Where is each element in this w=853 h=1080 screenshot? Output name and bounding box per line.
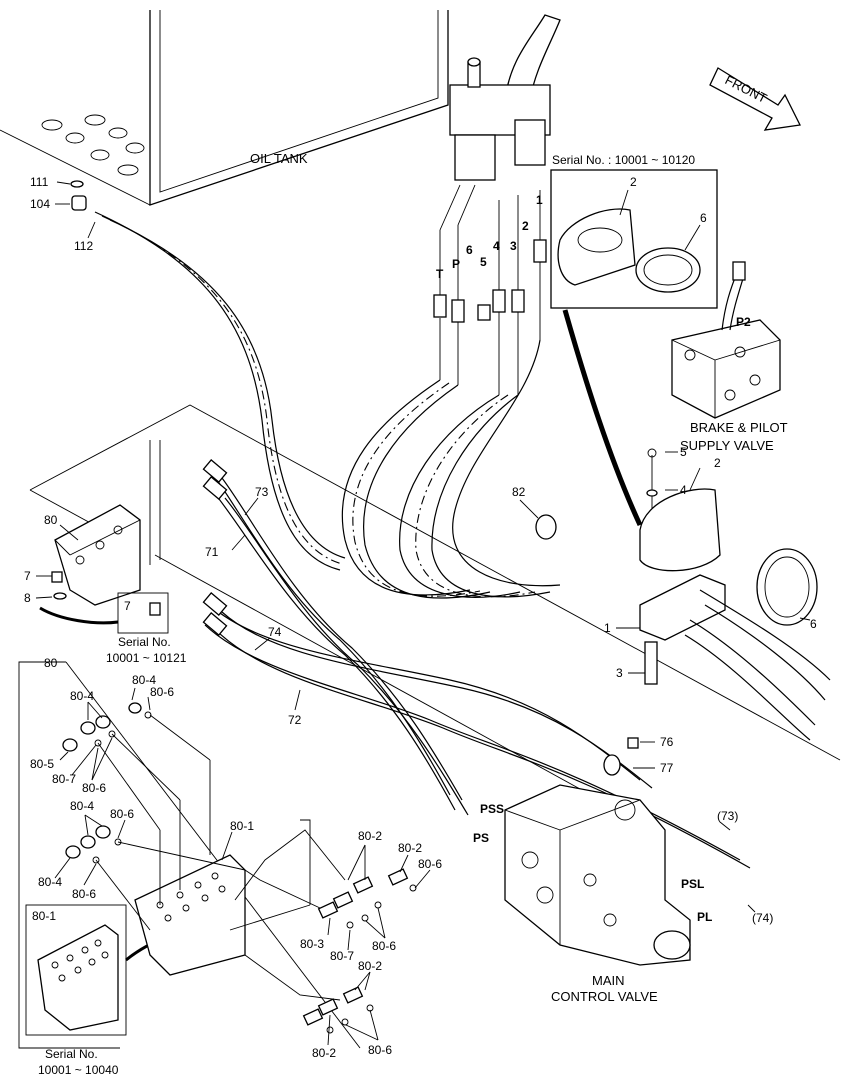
label-80-2-c: 80-2 xyxy=(358,959,382,973)
label-73: 73 xyxy=(255,485,269,499)
main-control-valve: PSS PS PSL PL MAIN CONTROL VALVE (73) (7… xyxy=(473,784,773,1004)
hose-bracket-assembly: 5 2 4 6 1 3 xyxy=(604,445,831,741)
label-80-1-inset: 80-1 xyxy=(32,909,56,923)
label-80-4-b: 80-4 xyxy=(70,689,94,703)
label-80-6-b: 80-6 xyxy=(82,781,106,795)
label-80: 80 xyxy=(44,513,58,527)
label-80-1: 80-1 xyxy=(230,819,254,833)
label-2: 2 xyxy=(714,456,721,470)
port-1: 1 xyxy=(536,193,543,207)
label-74: 74 xyxy=(268,625,282,639)
serial-inset-top: Serial No. : 10001 ~ 10120 2 6 xyxy=(550,153,718,527)
serial-mid-2: 10001 ~ 10121 xyxy=(106,651,187,665)
port-PSS: PSS xyxy=(480,802,504,816)
label-80-5: 80-5 xyxy=(30,757,54,771)
label-80-2-d: 80-2 xyxy=(312,1046,336,1060)
label-104: 104 xyxy=(30,197,50,211)
serial-mid-1: Serial No. xyxy=(118,635,171,649)
oil-tank-label: OIL TANK xyxy=(250,151,308,166)
port-PSL: PSL xyxy=(681,877,704,891)
label-3: 3 xyxy=(616,666,623,680)
label-111: 111 xyxy=(30,175,49,189)
label-80-2-b: 80-2 xyxy=(398,841,422,855)
port-5: 5 xyxy=(480,255,487,269)
label-112: 112 xyxy=(74,239,93,253)
label-6: 6 xyxy=(810,617,817,631)
port-T: T xyxy=(436,267,444,281)
label-1: 1 xyxy=(604,621,611,635)
serial-bot-1: Serial No. xyxy=(45,1047,98,1061)
label-80-6-d: 80-6 xyxy=(72,887,96,901)
label-80-6-e: 80-6 xyxy=(418,857,442,871)
label-80-3: 80-3 xyxy=(300,937,324,951)
label-80-6-g: 80-6 xyxy=(368,1043,392,1057)
label-80-7-b: 80-7 xyxy=(330,949,354,963)
label-80-6-f: 80-6 xyxy=(372,939,396,953)
pilot-joystick xyxy=(449,14,561,181)
detail-box-80: 80 80-1 Serial No. 10001 ~ 10040 80-1 xyxy=(18,656,442,1077)
label-72: 72 xyxy=(288,713,302,727)
label-76: 76 xyxy=(660,735,674,749)
label-7-inset: 7 xyxy=(124,599,131,613)
label-80-4-c: 80-4 xyxy=(70,799,94,813)
port-6: 6 xyxy=(466,243,473,257)
label-80-6-a: 80-6 xyxy=(150,685,174,699)
label-5: 5 xyxy=(680,445,687,459)
label-74-callout: (74) xyxy=(752,911,773,925)
oil-tank: OIL TANK xyxy=(0,10,449,206)
port-PL: PL xyxy=(697,910,712,924)
label-8: 8 xyxy=(24,591,31,605)
label-80-4-d: 80-4 xyxy=(38,875,62,889)
port-PS: PS xyxy=(473,831,489,845)
label-80-7-a: 80-7 xyxy=(52,772,76,786)
serial-bot-2: 10001 ~ 10040 xyxy=(38,1063,119,1077)
brake-pilot-supply-valve: P2 BRAKE & PILOT SUPPLY VALVE xyxy=(671,261,788,453)
tank-fittings: 111 104 112 xyxy=(30,175,96,253)
label-inset-2: 2 xyxy=(630,175,637,189)
label-inset-6: 6 xyxy=(700,211,707,225)
label-77: 77 xyxy=(660,761,674,775)
label-71: 71 xyxy=(205,545,219,559)
label-7: 7 xyxy=(24,569,31,583)
label-80-box: 80 xyxy=(44,656,58,670)
port-P: P xyxy=(452,257,460,271)
label-80-6-c: 80-6 xyxy=(110,807,134,821)
port-2: 2 xyxy=(522,219,529,233)
clamp-82: 82 xyxy=(512,485,557,540)
label-80-2-a: 80-2 xyxy=(358,829,382,843)
pilot-port-fittings: T P 6 5 4 3 2 1 xyxy=(433,184,547,395)
bracket-80: 80 7 8 7 Serial No. 10001 ~ 10121 xyxy=(24,504,187,665)
label-80-4-a: 80-4 xyxy=(132,673,156,687)
return-hose xyxy=(94,211,346,571)
clamp-76-77: 76 77 xyxy=(603,735,674,776)
label-4: 4 xyxy=(680,483,687,497)
port-3: 3 xyxy=(510,239,517,253)
label-73-callout: (73) xyxy=(717,809,738,823)
port-4: 4 xyxy=(493,239,500,253)
mcv-label-2: CONTROL VALVE xyxy=(551,989,658,1004)
brake-valve-label-2: SUPPLY VALVE xyxy=(680,438,774,453)
mcv-label-1: MAIN xyxy=(592,973,625,988)
label-82: 82 xyxy=(512,485,526,499)
port-P2: P2 xyxy=(736,315,751,329)
pilot-hose-bundle xyxy=(341,339,561,599)
front-arrow: FRONT xyxy=(709,67,801,131)
brake-valve-label-1: BRAKE & PILOT xyxy=(690,420,788,435)
serial-top-label: Serial No. : 10001 ~ 10120 xyxy=(552,153,695,167)
